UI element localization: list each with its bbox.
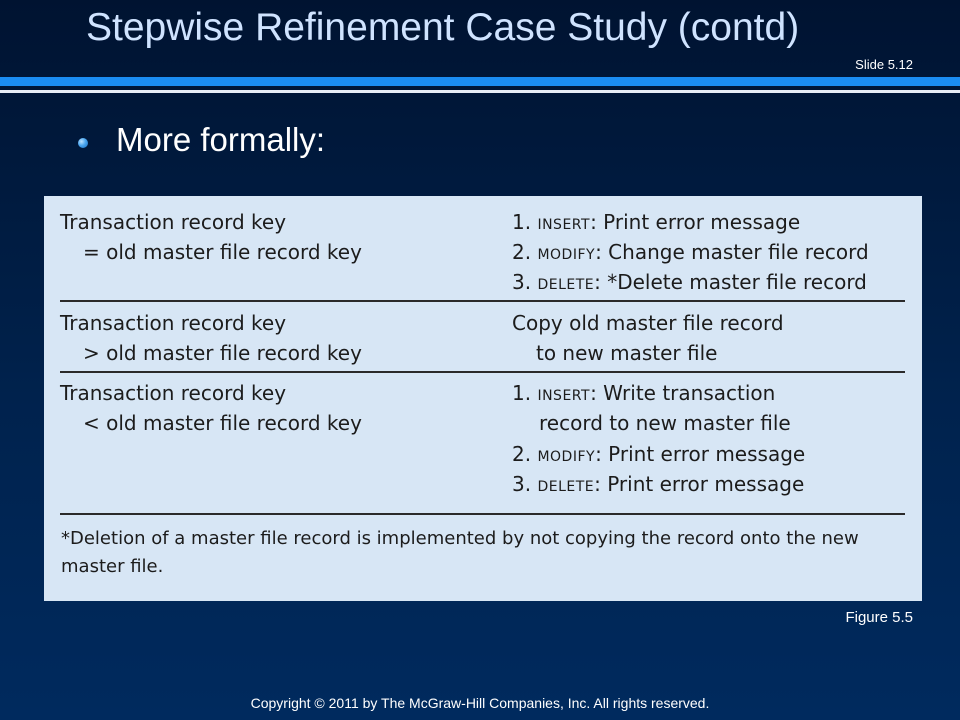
bullet-icon: [78, 138, 88, 148]
table-footnote: *Deletion of a master file record is imp…: [61, 528, 859, 577]
row1-action-2: 2. MODIFY: Change master file record: [512, 240, 869, 264]
row3-action-1: 1. INSERT: Write transaction: [512, 381, 776, 405]
slide-title: Stepwise Refinement Case Study (contd): [86, 6, 800, 49]
row2-action-line2: to new master file: [536, 341, 718, 365]
row3-condition-line2: < old master file record key: [83, 411, 362, 435]
row2-condition-line2: > old master file record key: [83, 341, 362, 365]
figure-table: Transaction record key = old master file…: [44, 196, 922, 601]
bullet-text: More formally:: [116, 121, 326, 158]
row-divider: [60, 371, 905, 373]
row1-condition-line2: = old master file record key: [83, 240, 362, 264]
figure-label: Figure 5.5: [845, 609, 913, 626]
row1-action-1: 1. INSERT: Print error message: [512, 210, 801, 234]
row3-action-3: 3. DELETE: Print error message: [512, 472, 805, 496]
copyright-notice: Copyright © 2011 by The McGraw-Hill Comp…: [250, 695, 710, 711]
row-divider: [60, 300, 905, 302]
row2-action-line1: Copy old master file record: [512, 311, 784, 335]
title-rule-white: [0, 90, 960, 93]
row1-action-3: 3. DELETE: *Delete master file record: [512, 270, 867, 294]
title-rule-blue: [0, 77, 960, 86]
row2-condition-line1: Transaction record key: [60, 311, 287, 335]
row3-action-1-cont: record to new master file: [539, 411, 791, 435]
row1-condition-line1: Transaction record key: [60, 210, 287, 234]
row-divider: [60, 513, 905, 515]
slide-number: Slide 5.12: [855, 57, 913, 72]
row3-condition-line1: Transaction record key: [60, 381, 287, 405]
row3-action-2: 2. MODIFY: Print error message: [512, 442, 806, 466]
